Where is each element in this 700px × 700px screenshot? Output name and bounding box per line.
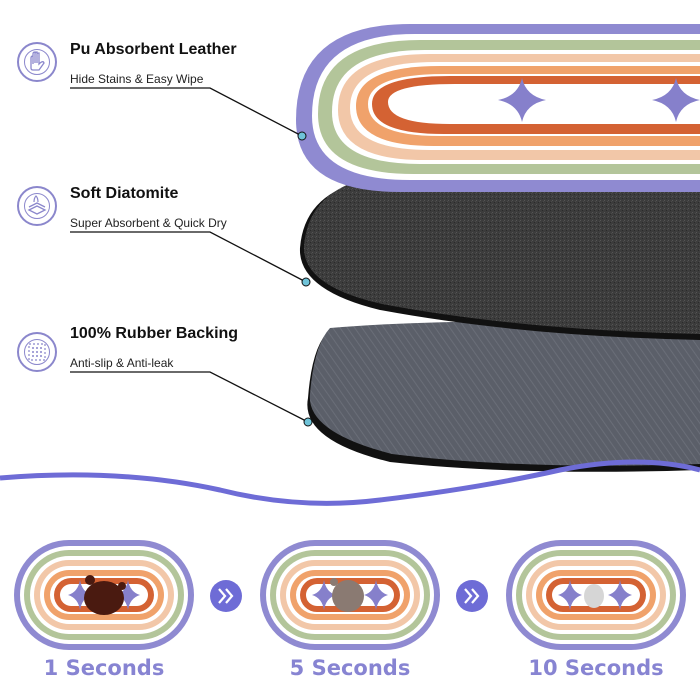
- layer-subtitle: Anti-slip & Anti-leak: [70, 356, 174, 370]
- layer-title: 100% Rubber Backing: [70, 325, 239, 342]
- hand-wipe-icon: [17, 42, 57, 82]
- stage-3-oval: [506, 540, 686, 650]
- leader-dot: [297, 131, 307, 141]
- layer-subtitle: Super Absorbent & Quick Dry: [70, 216, 227, 230]
- layer-label-diatomite: Soft Diatomite Super Absorbent & Quick D…: [70, 184, 300, 230]
- stage-caption-2: 5 Seconds: [289, 656, 411, 680]
- star-icon: [652, 78, 700, 122]
- wave-divider: [0, 459, 700, 506]
- layer-label-rubber-backing: 100% Rubber Backing Anti-slip & Anti-lea…: [70, 324, 300, 370]
- water-layers-icon: [17, 186, 57, 226]
- layer-title: Soft Diatomite: [70, 185, 179, 202]
- layer-title: Pu Absorbent Leather: [70, 41, 237, 58]
- layer-label-pu-leather: Pu Absorbent Leather Hide Stains & Easy …: [70, 40, 300, 86]
- stage-caption-1: 1 Seconds: [43, 656, 165, 680]
- leader-dot: [301, 277, 311, 287]
- stage-2-oval: [260, 540, 440, 650]
- stage-caption-3: 10 Seconds: [528, 656, 664, 680]
- star-icon: [498, 78, 546, 122]
- grip-dots-icon: [17, 332, 57, 372]
- layer-subtitle: Hide Stains & Easy Wipe: [70, 72, 204, 86]
- stage-1-oval: [14, 540, 194, 650]
- leader-lines: [70, 87, 309, 423]
- diatomite-layer: [299, 173, 700, 340]
- leader-dot: [303, 417, 313, 427]
- rubber-backing-layer: [307, 321, 700, 472]
- pu-leather-layer: [296, 24, 700, 192]
